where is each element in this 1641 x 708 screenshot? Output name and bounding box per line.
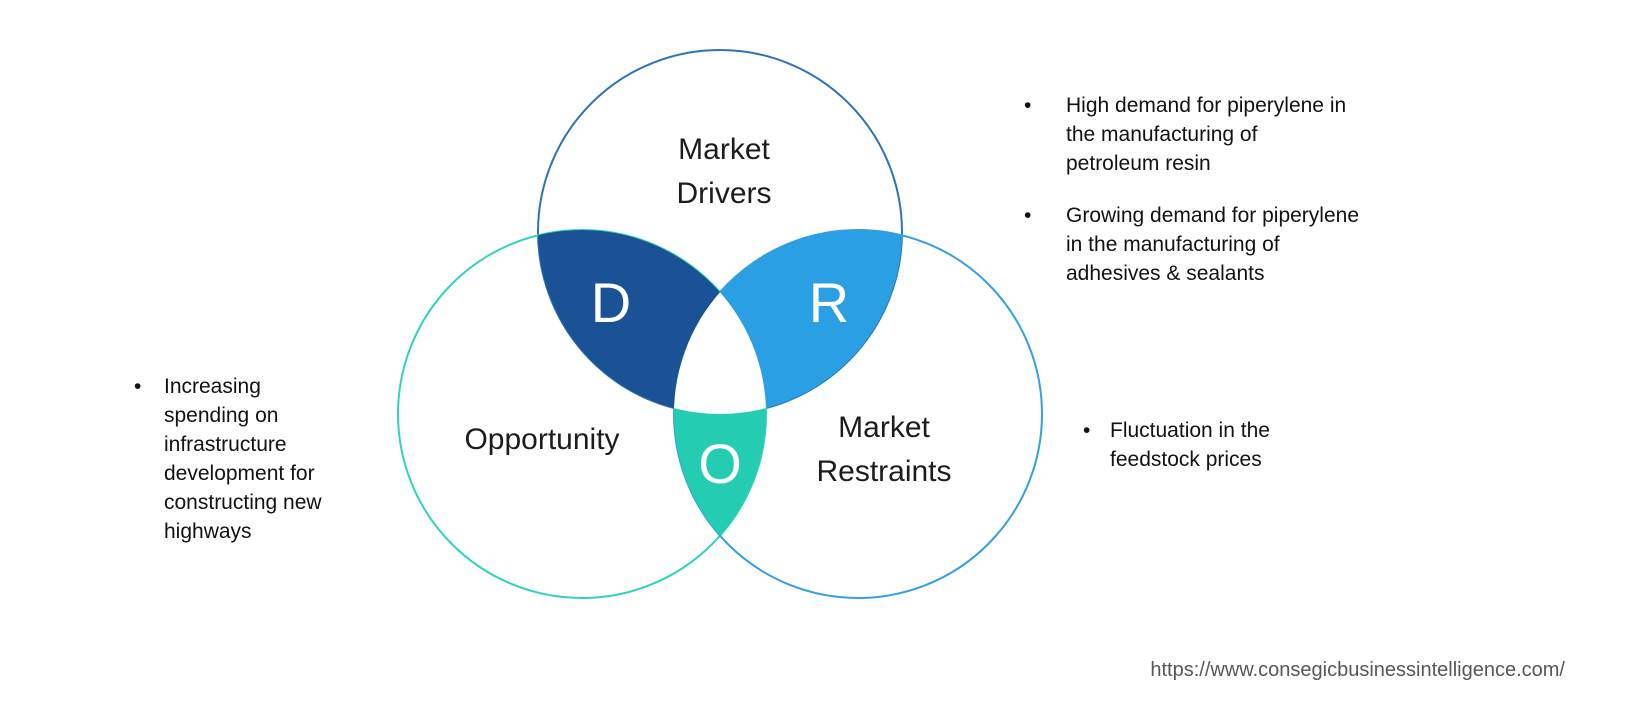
intersection-d-region xyxy=(538,230,766,414)
drivers-label-line1: Market xyxy=(678,133,770,166)
bullet-icon: • xyxy=(1083,419,1091,442)
restraints-label-line2: Restraints xyxy=(816,455,952,488)
bullet-icon: • xyxy=(134,375,142,398)
text-line: development for xyxy=(164,462,315,485)
list-item: • Increasing spending on infrastructure … xyxy=(132,372,322,546)
text-line: infrastructure xyxy=(164,433,287,456)
list-item: • High demand for piperylene in the manu… xyxy=(1022,91,1359,178)
list-item: • Growing demand for piperylene in the m… xyxy=(1022,201,1359,288)
drivers-bullet-2-text: Growing demand for piperylene in the man… xyxy=(1066,201,1359,288)
opportunity-bullet-1-text: Increasing spending on infrastructure de… xyxy=(164,372,322,546)
text-line: highways xyxy=(164,520,252,543)
opportunity-circle-label: Opportunity xyxy=(392,418,692,462)
text-line: constructing new xyxy=(164,491,322,514)
restraints-bullet-list: • Fluctuation in the feedstock prices xyxy=(1080,416,1270,474)
bullet-icon: • xyxy=(1024,204,1032,227)
text-line: Increasing xyxy=(164,375,261,398)
drivers-circle-label: Market Drivers xyxy=(574,128,874,216)
drivers-bullet-list: • High demand for piperylene in the manu… xyxy=(1022,91,1359,288)
drivers-label-line2: Drivers xyxy=(676,177,772,210)
text-line: petroleum resin xyxy=(1066,152,1211,175)
text-line: in the manufacturing of xyxy=(1066,233,1280,256)
letter-r: R xyxy=(808,271,850,334)
text-line: Growing demand for piperylene xyxy=(1066,204,1359,227)
opportunity-bullet-list: • Increasing spending on infrastructure … xyxy=(132,372,322,546)
restraints-label-line1: Market xyxy=(838,411,930,444)
text-line: adhesives & sealants xyxy=(1066,262,1265,285)
bullet-icon: • xyxy=(1024,94,1032,117)
text-line: the manufacturing of xyxy=(1066,123,1258,146)
intersection-r-region xyxy=(674,230,902,414)
text-line: spending on xyxy=(164,404,279,427)
source-url: https://www.consegicbusinessintelligence… xyxy=(1150,659,1565,681)
restraints-circle-label: Market Restraints xyxy=(734,406,1034,494)
letter-o: O xyxy=(698,432,742,495)
text-line: feedstock prices xyxy=(1110,448,1262,471)
list-item: • Fluctuation in the feedstock prices xyxy=(1080,416,1270,474)
restraints-bullet-1-text: Fluctuation in the feedstock prices xyxy=(1110,416,1270,474)
text-line: Fluctuation in the xyxy=(1110,419,1270,442)
text-line: High demand for piperylene in xyxy=(1066,94,1347,117)
drivers-bullet-1-text: High demand for piperylene in the manufa… xyxy=(1066,91,1346,178)
letter-d: D xyxy=(590,271,632,334)
opportunity-label-line1: Opportunity xyxy=(464,423,620,456)
